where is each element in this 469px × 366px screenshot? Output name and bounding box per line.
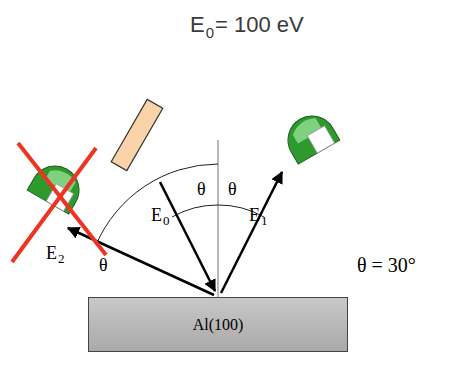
- scattered-beam: [68, 228, 214, 295]
- subscript: 0: [206, 25, 214, 40]
- energy-symbol: E: [249, 206, 260, 224]
- detector: [279, 107, 340, 164]
- subscript: 0: [163, 214, 170, 227]
- title-value: = 100 eV: [215, 14, 304, 36]
- cross-mark: [12, 148, 96, 262]
- angle-symbol: θ: [197, 180, 206, 198]
- angle-symbol: θ: [99, 256, 108, 274]
- subscript: 2: [58, 252, 65, 265]
- angle-arc: [172, 205, 218, 217]
- angle-arc: [96, 164, 218, 245]
- angle-symbol: θ: [228, 180, 237, 198]
- energy-symbol: E: [46, 244, 57, 262]
- sample-label: Al(100): [193, 316, 244, 334]
- subscript: 1: [261, 214, 268, 227]
- electron-gun: [111, 99, 163, 170]
- energy-symbol: E: [151, 206, 162, 224]
- angle-value: θ = 30°: [357, 255, 416, 275]
- crystal-sample: Al(100): [88, 297, 348, 352]
- title-symbol: E: [190, 14, 205, 36]
- reflected-beam: [221, 172, 282, 293]
